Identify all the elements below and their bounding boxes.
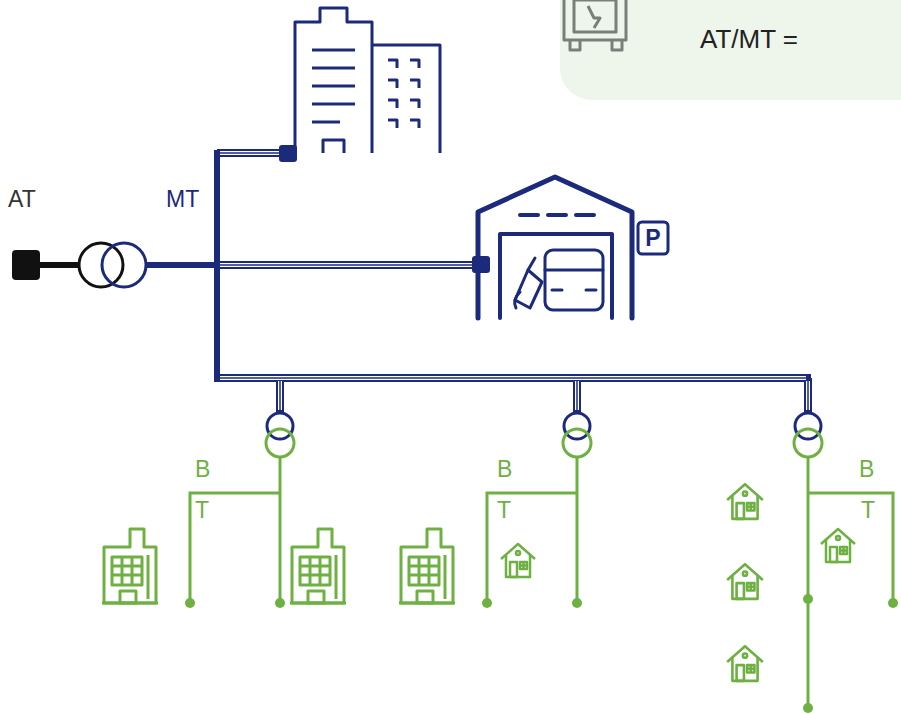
mt-depot	[478, 177, 668, 318]
voltage-label: B	[497, 458, 512, 481]
mt-building	[295, 8, 440, 153]
bt-consumers	[102, 484, 855, 681]
voltage-label: AT	[8, 188, 36, 211]
parking-sign: P	[645, 227, 660, 250]
distribution-transformers	[266, 413, 822, 457]
mt-network	[214, 145, 811, 412]
main-transformer	[12, 243, 217, 287]
substation-icon	[560, 0, 632, 52]
voltage-label: B	[195, 458, 210, 481]
voltage-label: B	[859, 458, 874, 481]
panel-text: AT/MT =	[700, 26, 798, 52]
voltage-label: T	[497, 499, 511, 522]
bt-terminals	[185, 594, 898, 713]
voltage-label: MT	[166, 188, 199, 211]
bt-network	[190, 457, 893, 712]
voltage-label: T	[861, 499, 875, 522]
voltage-label: T	[195, 499, 209, 522]
